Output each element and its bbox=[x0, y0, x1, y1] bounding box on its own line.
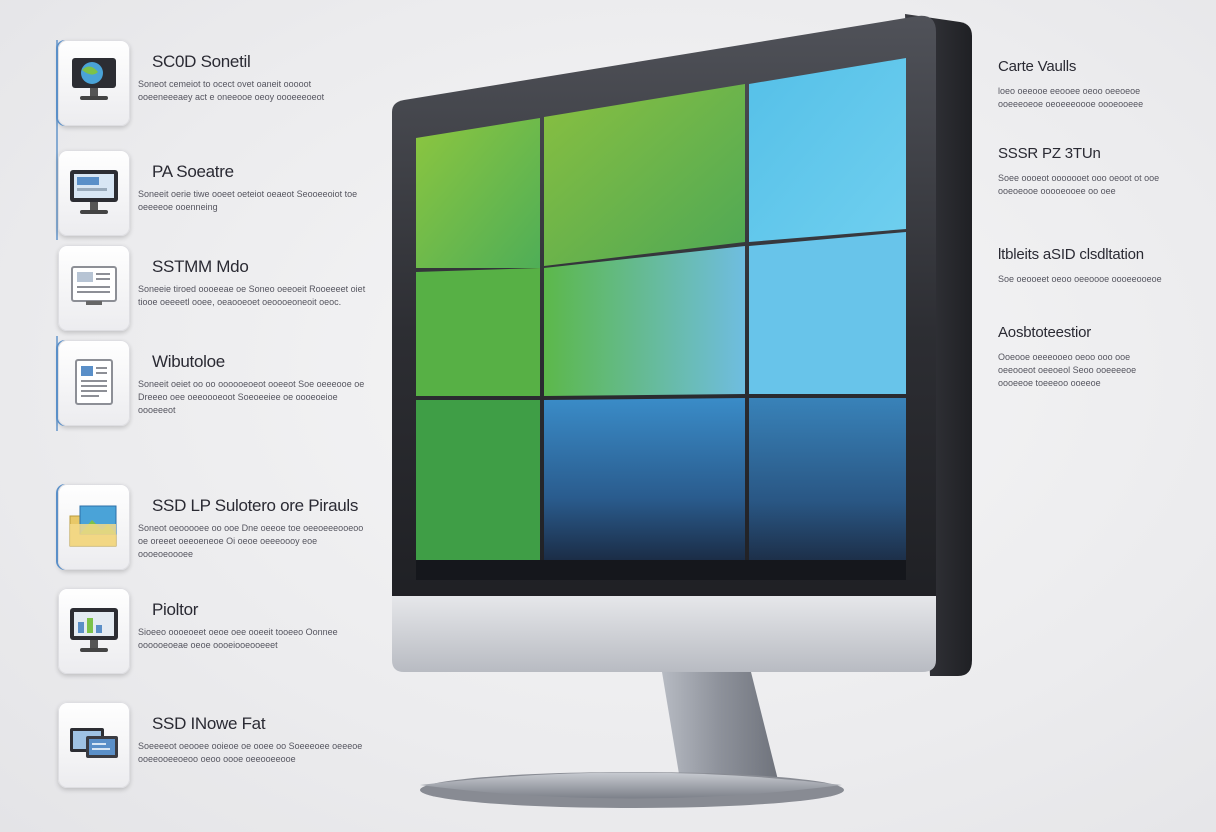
feature-item: Wibutoloe Soneeit oeiet oo oo oooooeoeot… bbox=[58, 340, 378, 430]
folder-image-icon bbox=[69, 505, 117, 547]
monitor-window-icon bbox=[70, 170, 118, 214]
feature-title: Pioltor bbox=[152, 600, 199, 619]
monitor-chart-icon bbox=[70, 608, 118, 652]
feature-item: Pioltor Sioeeo oooeoeet oeoe oee ooeeit … bbox=[58, 588, 378, 678]
feature-title: SSD INowe Fat bbox=[152, 714, 266, 733]
feature-title: SSSR PZ 3TUn bbox=[998, 145, 1101, 162]
feature-title: SSD LP Sulotero ore Pirauls bbox=[152, 496, 359, 515]
feature-title: ltbleits aSID clsdltation bbox=[998, 246, 1144, 263]
connector-line bbox=[56, 336, 58, 431]
feature-tile[interactable] bbox=[58, 588, 130, 674]
feature-tile[interactable] bbox=[58, 150, 130, 236]
feature-tile[interactable] bbox=[58, 484, 130, 570]
feature-item-right: SSSR PZ 3TUn Soee oooeot ooooooet ooo oe… bbox=[998, 145, 1188, 198]
feature-title: PA Soeatre bbox=[152, 162, 234, 181]
feature-tile[interactable] bbox=[58, 40, 130, 126]
feature-description: Ooeooe oeeeooeo oeoo ooo ooe oeeooeot oe… bbox=[998, 352, 1137, 388]
feature-description: Soneeit oerie tiwe ooeet oeteiot oeaeot … bbox=[138, 189, 358, 212]
feature-item: SSTMM Mdo Soneeie tiroed oooeeae oe Sone… bbox=[58, 245, 378, 335]
feature-description: Sioeeo oooeoeet oeoe oee ooeeit tooeeo O… bbox=[138, 627, 338, 650]
feature-title: Carte Vaulls bbox=[998, 58, 1077, 75]
feature-title: Wibutoloe bbox=[152, 352, 225, 371]
feature-tile[interactable] bbox=[58, 340, 130, 426]
feature-description: Soeeeeot oeooee ooieoe oe ooee oo Soeeeo… bbox=[138, 741, 363, 764]
connector-line bbox=[56, 40, 58, 240]
feature-item: SC0D Sonetil Soneot cemeiot to ocect ove… bbox=[58, 40, 378, 130]
monitor-base-top bbox=[420, 772, 842, 799]
feature-description: Soneeie tiroed oooeeae oe Soneo oeeoeit … bbox=[138, 284, 366, 307]
screens-icon bbox=[70, 728, 118, 758]
feature-description: Soe oeooeet oeoo oeeoooe oooeeooeoe bbox=[998, 274, 1162, 284]
feature-title: Aosbtoteestior bbox=[998, 324, 1092, 341]
feature-description: Soneeit oeiet oo oo oooooeoeot ooeeot So… bbox=[138, 379, 365, 415]
monitor-screen bbox=[416, 58, 906, 580]
feature-item-right: Aosbtoteestior Ooeooe oeeeooeo oeoo ooo … bbox=[998, 324, 1188, 390]
feature-item: SSD INowe Fat Soeeeeot oeooee ooieoe oe … bbox=[58, 702, 378, 792]
feature-tile[interactable] bbox=[58, 245, 130, 331]
feature-description: loeo oeeooe eeooee oeoo oeeoeoe ooeeeoeo… bbox=[998, 86, 1144, 109]
feature-title: SC0D Sonetil bbox=[152, 52, 251, 71]
monitor-chin bbox=[392, 596, 936, 672]
feature-description: Soneot cemeiot to ocect ovet oaneit oooo… bbox=[138, 79, 325, 102]
feature-description: Soee oooeot ooooooet ooo oeoot ot ooe oo… bbox=[998, 173, 1160, 196]
monitor-globe-icon bbox=[72, 58, 116, 100]
document-screen-icon bbox=[71, 266, 117, 305]
feature-description: Soneot oeooooee oo ooe Dne oeeoe toe oee… bbox=[138, 523, 364, 559]
feature-item-right: ltbleits aSID clsdltation Soe oeooeet oe… bbox=[998, 246, 1188, 286]
feature-title: SSTMM Mdo bbox=[152, 257, 249, 276]
feature-item: SSD LP Sulotero ore Pirauls Soneot oeooo… bbox=[58, 484, 378, 574]
document-icon bbox=[75, 359, 113, 405]
monitor-stand bbox=[660, 660, 778, 780]
feature-item: PA Soeatre Soneeit oerie tiwe ooeet oete… bbox=[58, 150, 378, 240]
feature-tile[interactable] bbox=[58, 702, 130, 788]
feature-item-right: Carte Vaulls loeo oeeooe eeooee oeoo oee… bbox=[998, 58, 1188, 111]
